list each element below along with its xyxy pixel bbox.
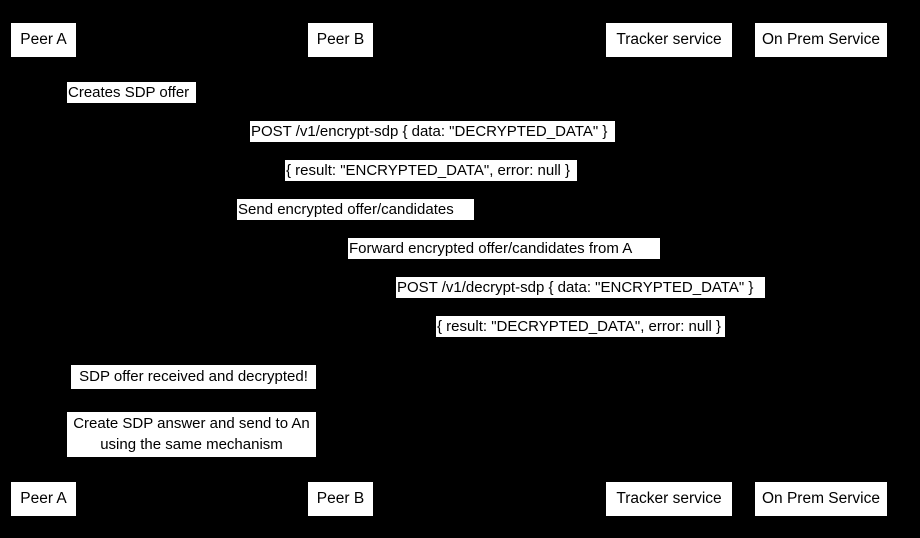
arrow-forward-encrypted-offer bbox=[340, 257, 669, 265]
message-label-post-encrypt-sdp: POST /v1/encrypt-sdp { data: "DECRYPTED_… bbox=[250, 121, 615, 142]
lifeline-on-prem-service bbox=[821, 58, 822, 481]
participant-footer-on-prem-service[interactable]: On Prem Service bbox=[754, 481, 888, 517]
arrow-encrypt-sdp-result bbox=[43, 179, 821, 187]
participant-footer-on-prem-service-label: On Prem Service bbox=[761, 490, 880, 508]
lifeline-tracker-service bbox=[669, 58, 670, 481]
participant-header-peer-b-label: Peer B bbox=[316, 31, 365, 49]
participant-header-peer-a-label: Peer A bbox=[20, 31, 67, 49]
note-sdp-offer-received-line-1: SDP offer received and decrypted! bbox=[79, 368, 308, 385]
participant-header-tracker-service[interactable]: Tracker service bbox=[605, 22, 733, 58]
participant-footer-peer-b[interactable]: Peer B bbox=[307, 481, 374, 517]
arrow-decrypt-sdp-result bbox=[340, 335, 821, 343]
participant-footer-peer-a[interactable]: Peer A bbox=[10, 481, 77, 517]
message-label-encrypt-sdp-result: { result: "ENCRYPTED_DATA", error: null … bbox=[285, 160, 577, 181]
arrow-post-decrypt-sdp bbox=[340, 296, 821, 304]
lifeline-peer-b bbox=[340, 58, 341, 481]
message-label-decrypt-sdp-result: { result: "DECRYPTED_DATA", error: null … bbox=[436, 316, 725, 337]
note-create-sdp-answer: Create SDP answer and send to An using t… bbox=[67, 412, 316, 457]
participant-footer-peer-a-label: Peer A bbox=[20, 490, 67, 508]
participant-footer-tracker-service-label: Tracker service bbox=[616, 490, 722, 508]
participant-header-on-prem-service-label: On Prem Service bbox=[761, 31, 880, 49]
message-label-creates-sdp-offer: Creates SDP offer bbox=[67, 82, 196, 103]
participant-header-on-prem-service[interactable]: On Prem Service bbox=[754, 22, 888, 58]
note-create-sdp-answer-line-2: using the same mechanism bbox=[100, 436, 283, 453]
arrow-post-encrypt-sdp bbox=[43, 140, 821, 148]
message-label-post-decrypt-sdp: POST /v1/decrypt-sdp { data: "ENCRYPTED_… bbox=[396, 277, 765, 298]
lifeline-peer-a bbox=[43, 58, 44, 481]
participant-header-peer-a[interactable]: Peer A bbox=[10, 22, 77, 58]
note-create-sdp-answer-line-1: Create SDP answer and send to An bbox=[73, 415, 310, 432]
arrow-send-encrypted-offer bbox=[43, 218, 669, 226]
message-label-forward-encrypted-offer: Forward encrypted offer/candidates from … bbox=[348, 238, 660, 259]
message-label-send-encrypted-offer: Send encrypted offer/candidates bbox=[237, 199, 474, 220]
participant-header-tracker-service-label: Tracker service bbox=[616, 31, 722, 49]
participant-footer-tracker-service[interactable]: Tracker service bbox=[605, 481, 733, 517]
participant-footer-peer-b-label: Peer B bbox=[316, 490, 365, 508]
note-sdp-offer-received: SDP offer received and decrypted! bbox=[71, 365, 316, 389]
participant-header-peer-b[interactable]: Peer B bbox=[307, 22, 374, 58]
